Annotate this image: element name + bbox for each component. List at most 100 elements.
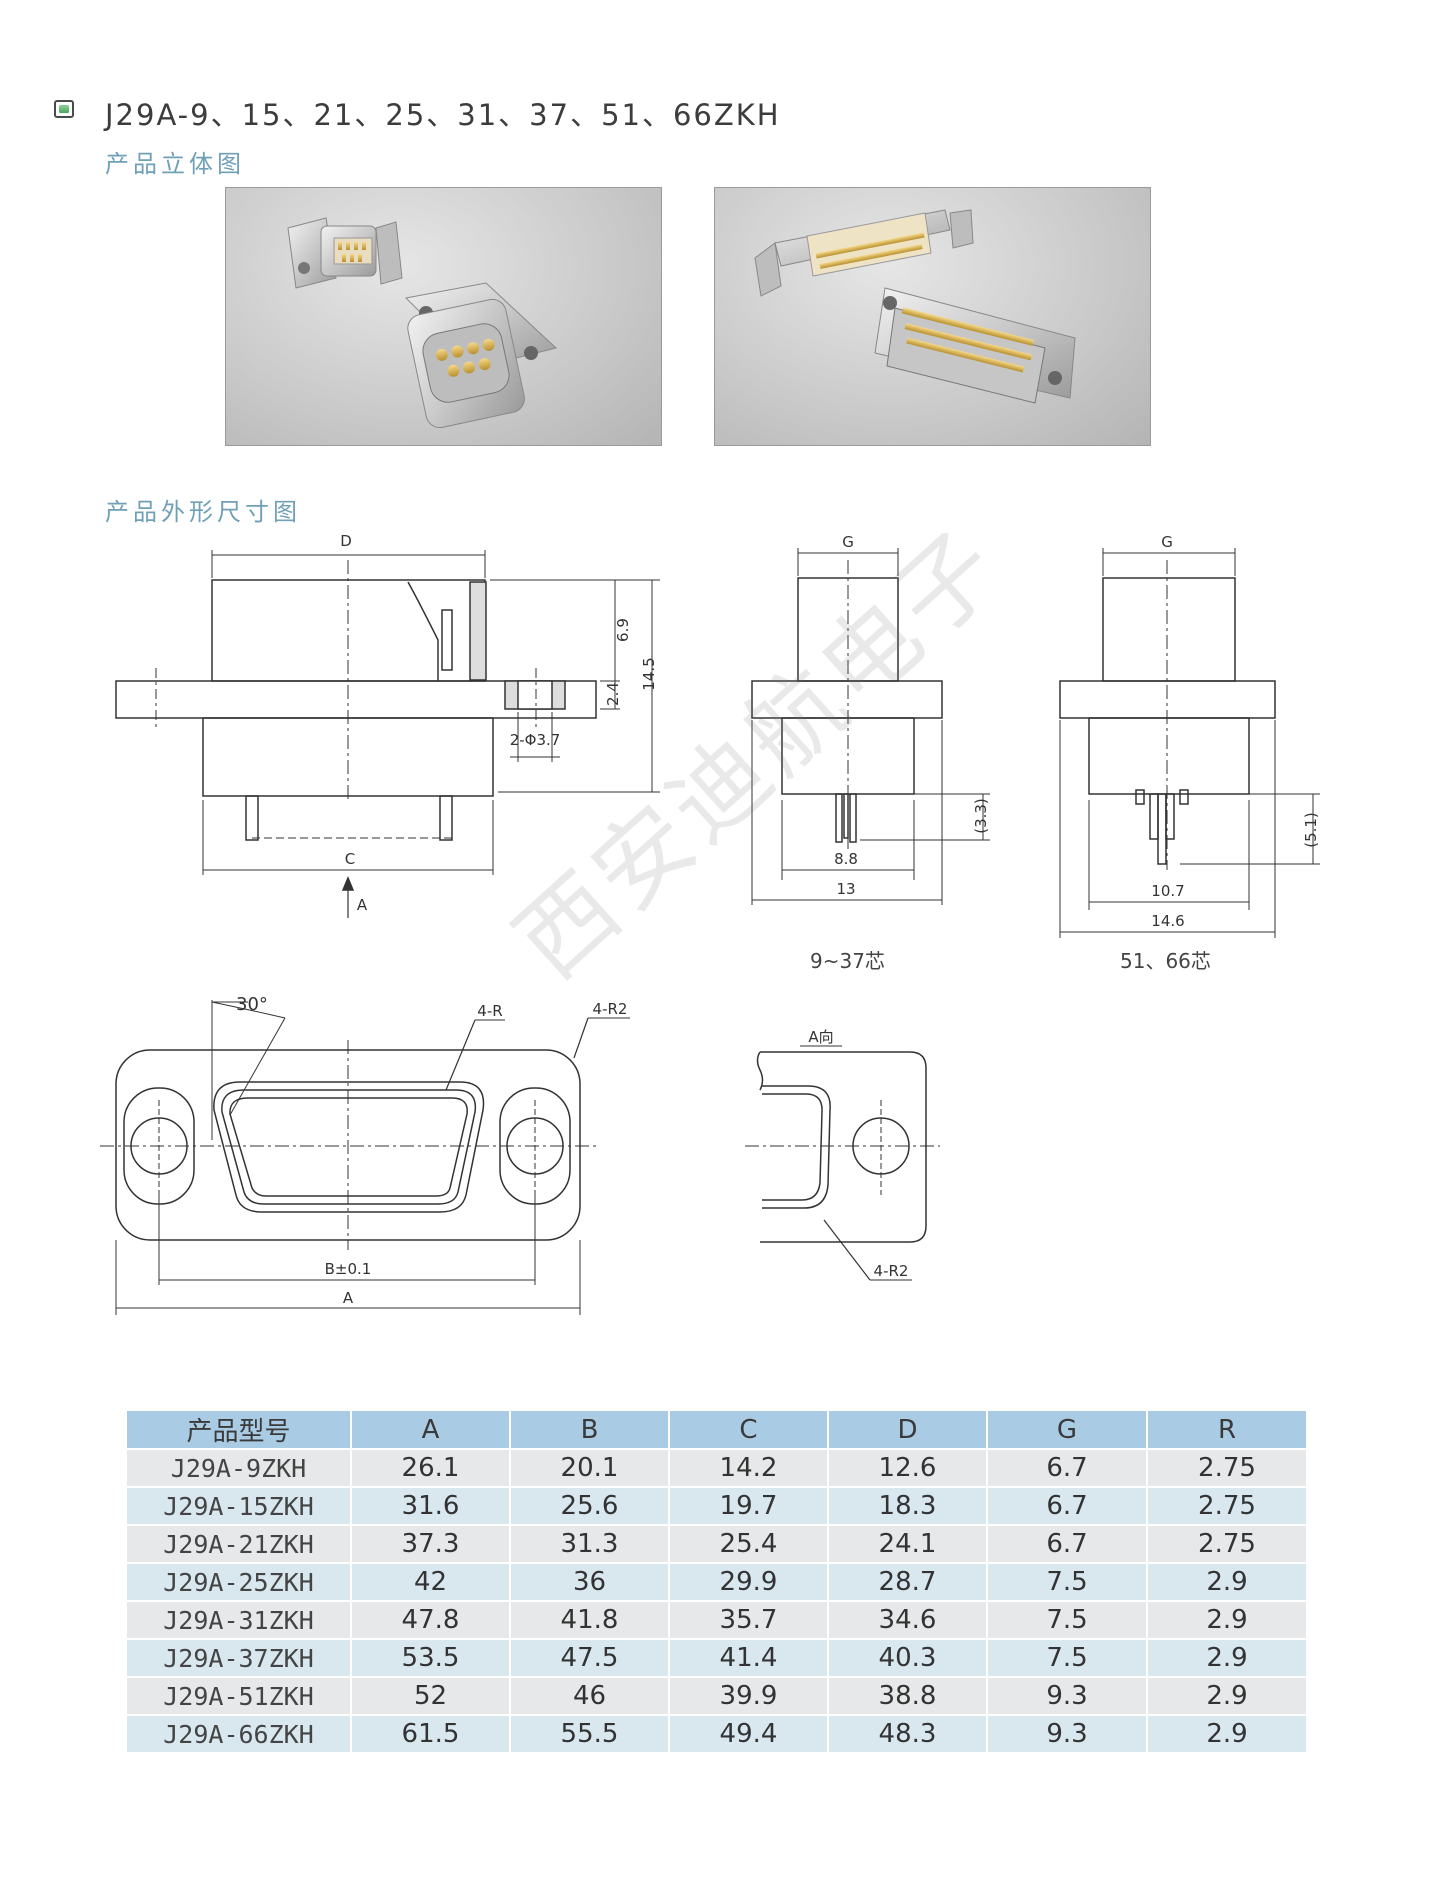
cell-R: 2.75 bbox=[1147, 1524, 1308, 1563]
cell-model: J29A-31ZKH bbox=[127, 1600, 352, 1639]
cell-C: 29.9 bbox=[669, 1562, 829, 1601]
cell-C: 41.4 bbox=[669, 1638, 829, 1677]
cell-B: 47.5 bbox=[510, 1638, 670, 1677]
cell-D: 24.1 bbox=[828, 1524, 988, 1563]
radius-4R2: 4-R2 bbox=[593, 1000, 628, 1018]
cell-model: J29A-66ZKH bbox=[127, 1714, 352, 1752]
cell-B: 55.5 bbox=[510, 1714, 670, 1752]
table-row: J29A-21ZKH 37.3 31.3 25.4 24.1 6.7 2.75 bbox=[127, 1524, 1308, 1563]
cell-G: 6.7 bbox=[987, 1486, 1148, 1525]
cell-G: 6.7 bbox=[987, 1448, 1148, 1487]
col-header-D: D bbox=[828, 1411, 988, 1449]
front-view-9-37 bbox=[751, 548, 990, 905]
cell-model: J29A-21ZKH bbox=[127, 1524, 352, 1563]
label-D: D bbox=[340, 532, 352, 550]
angle-30: 30° bbox=[236, 994, 268, 1015]
cell-R: 2.9 bbox=[1147, 1600, 1308, 1639]
cell-R: 2.9 bbox=[1147, 1638, 1308, 1677]
cell-model: J29A-51ZKH bbox=[127, 1676, 352, 1715]
cell-A: 61.5 bbox=[351, 1714, 511, 1752]
cell-C: 19.7 bbox=[669, 1486, 829, 1525]
cell-R: 2.75 bbox=[1147, 1448, 1308, 1487]
caption-51-66: 51、66芯 bbox=[1120, 949, 1211, 973]
cell-G: 7.5 bbox=[987, 1562, 1148, 1601]
col-header-C: C bbox=[669, 1411, 829, 1449]
section-title-dims: 产品外形尺寸图 bbox=[105, 498, 301, 526]
table-row: J29A-66ZKH 61.5 55.5 49.4 48.3 9.3 2.9 bbox=[127, 1714, 1308, 1752]
cell-D: 38.8 bbox=[828, 1676, 988, 1715]
cell-R: 2.9 bbox=[1147, 1562, 1308, 1601]
table-row: J29A-25ZKH 42 36 29.9 28.7 7.5 2.9 bbox=[127, 1562, 1308, 1601]
label-A: A bbox=[343, 1289, 354, 1307]
connector-9pin-render bbox=[287, 217, 558, 429]
section-title-3d: 产品立体图 bbox=[105, 150, 245, 178]
col-header-G: G bbox=[987, 1411, 1148, 1449]
table-header-row: 产品型号 A B C D G R bbox=[127, 1411, 1308, 1449]
table-row: J29A-15ZKH 31.6 25.6 19.7 18.3 6.7 2.75 bbox=[127, 1486, 1308, 1525]
cell-C: 14.2 bbox=[669, 1448, 829, 1487]
dim-2-4: 2.4 bbox=[604, 682, 622, 706]
cell-A: 37.3 bbox=[351, 1524, 511, 1563]
cell-G: 9.3 bbox=[987, 1676, 1148, 1715]
dim-8-8: 8.8 bbox=[834, 850, 858, 868]
cell-B: 36 bbox=[510, 1562, 670, 1601]
cell-D: 28.7 bbox=[828, 1562, 988, 1601]
bullet-icon bbox=[54, 100, 74, 118]
col-header-R: R bbox=[1147, 1411, 1308, 1449]
cell-G: 7.5 bbox=[987, 1600, 1148, 1639]
cell-C: 25.4 bbox=[669, 1524, 829, 1563]
cell-A: 47.8 bbox=[351, 1600, 511, 1639]
table-row: J29A-37ZKH 53.5 47.5 41.4 40.3 7.5 2.9 bbox=[127, 1638, 1308, 1677]
cell-model: J29A-37ZKH bbox=[127, 1638, 352, 1677]
cell-B: 46 bbox=[510, 1676, 670, 1715]
cell-B: 25.6 bbox=[510, 1486, 670, 1525]
cell-R: 2.75 bbox=[1147, 1486, 1308, 1525]
cell-model: J29A-15ZKH bbox=[127, 1486, 352, 1525]
dim-14-6: 14.6 bbox=[1151, 912, 1184, 930]
cell-D: 48.3 bbox=[828, 1714, 988, 1752]
cell-A: 26.1 bbox=[351, 1448, 511, 1487]
dim-6-9: 6.9 bbox=[614, 618, 632, 642]
cell-A: 42 bbox=[351, 1562, 511, 1601]
cell-B: 31.3 bbox=[510, 1524, 670, 1563]
col-header-model: 产品型号 bbox=[127, 1411, 352, 1449]
detail-a-title: A向 bbox=[808, 1028, 833, 1046]
cell-B: 41.8 bbox=[510, 1600, 670, 1639]
dim-5-1: (5.1) bbox=[1302, 812, 1320, 848]
product-photo-9pin bbox=[225, 187, 662, 446]
front-view-51-66 bbox=[1059, 548, 1320, 938]
dim-3-3: (3.3) bbox=[972, 798, 990, 834]
label-B: B±0.1 bbox=[325, 1260, 372, 1278]
label-A-arrow: A bbox=[357, 896, 368, 914]
cell-A: 53.5 bbox=[351, 1638, 511, 1677]
table-row: J29A-51ZKH 52 46 39.9 38.8 9.3 2.9 bbox=[127, 1676, 1308, 1715]
cell-D: 34.6 bbox=[828, 1600, 988, 1639]
cell-A: 52 bbox=[351, 1676, 511, 1715]
dimension-table: 产品型号 A B C D G R J29A-9ZKH 26.1 20.1 14.… bbox=[127, 1411, 1308, 1752]
cell-D: 18.3 bbox=[828, 1486, 988, 1525]
col-header-A: A bbox=[351, 1411, 511, 1449]
cell-B: 20.1 bbox=[510, 1448, 670, 1487]
cell-model: J29A-9ZKH bbox=[127, 1448, 352, 1487]
radius-4R: 4-R bbox=[477, 1002, 502, 1020]
cell-G: 7.5 bbox=[987, 1638, 1148, 1677]
detail-a-view bbox=[745, 1045, 940, 1281]
cell-A: 31.6 bbox=[351, 1486, 511, 1525]
cell-C: 49.4 bbox=[669, 1714, 829, 1752]
connector-37pin-render bbox=[754, 209, 1076, 404]
cell-C: 35.7 bbox=[669, 1600, 829, 1639]
product-photo-37pin bbox=[714, 187, 1151, 446]
cell-G: 6.7 bbox=[987, 1524, 1148, 1563]
detail-a-radius: 4-R2 bbox=[874, 1262, 909, 1280]
cell-D: 12.6 bbox=[828, 1448, 988, 1487]
cell-R: 2.9 bbox=[1147, 1714, 1308, 1752]
label-C: C bbox=[345, 850, 355, 868]
dim-13: 13 bbox=[836, 880, 855, 898]
cell-R: 2.9 bbox=[1147, 1676, 1308, 1715]
label-G-51-66: G bbox=[1161, 533, 1173, 551]
side-view bbox=[115, 550, 660, 918]
plan-view bbox=[100, 1000, 630, 1315]
dim-hole: 2-Φ3.7 bbox=[510, 731, 561, 749]
cell-G: 9.3 bbox=[987, 1714, 1148, 1752]
cell-model: J29A-25ZKH bbox=[127, 1562, 352, 1601]
